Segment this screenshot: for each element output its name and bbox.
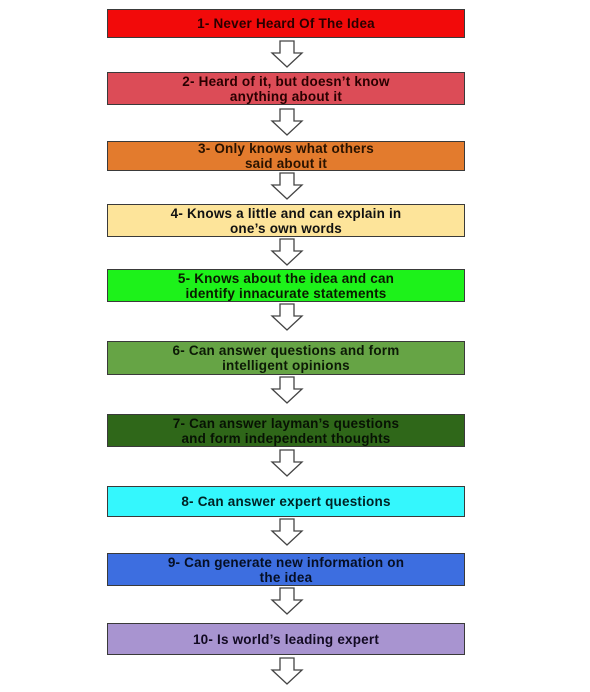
step-2-label: 2- Heard of it, but doesn’t know anythin… xyxy=(182,73,390,104)
step-7-box: 7- Can answer layman’s questions and for… xyxy=(107,414,465,447)
step-8-box: 8- Can answer expert questions xyxy=(107,486,465,517)
down-arrow-icon xyxy=(270,238,304,266)
step-2-box: 2- Heard of it, but doesn’t know anythin… xyxy=(107,72,465,105)
step-9-label: 9- Can generate new information on the i… xyxy=(167,554,405,585)
down-arrow-icon xyxy=(270,657,304,685)
down-arrow-icon xyxy=(270,108,304,136)
down-arrow-icon xyxy=(270,376,304,404)
step-10-label: 10- Is world’s leading expert xyxy=(192,631,380,647)
step-7-label: 7- Can answer layman’s questions and for… xyxy=(172,415,400,446)
down-arrow-icon xyxy=(270,518,304,546)
step-10-box: 10- Is world’s leading expert xyxy=(107,623,465,655)
down-arrow-icon xyxy=(270,40,304,68)
step-6-label: 6- Can answer questions and form intelli… xyxy=(172,343,400,373)
step-4-label: 4- Knows a little and can explain in one… xyxy=(170,205,402,236)
down-arrow-icon xyxy=(270,449,304,477)
step-4-box: 4- Knows a little and can explain in one… xyxy=(107,204,465,237)
down-arrow-icon xyxy=(270,172,304,200)
down-arrow-icon xyxy=(270,587,304,615)
step-3-label: 3- Only knows what others said about it xyxy=(197,141,375,171)
step-8-label: 8- Can answer expert questions xyxy=(181,494,391,509)
step-5-label: 5- Knows about the idea and can identify… xyxy=(177,270,395,301)
step-1-label: 1- Never Heard Of The Idea xyxy=(197,16,375,31)
step-6-box: 6- Can answer questions and form intelli… xyxy=(107,341,465,375)
down-arrow-icon xyxy=(270,303,304,331)
step-9-box: 9- Can generate new information on the i… xyxy=(107,553,465,586)
step-5-box: 5- Knows about the idea and can identify… xyxy=(107,269,465,302)
step-3-box: 3- Only knows what others said about it xyxy=(107,141,465,171)
step-1-box: 1- Never Heard Of The Idea xyxy=(107,9,465,38)
